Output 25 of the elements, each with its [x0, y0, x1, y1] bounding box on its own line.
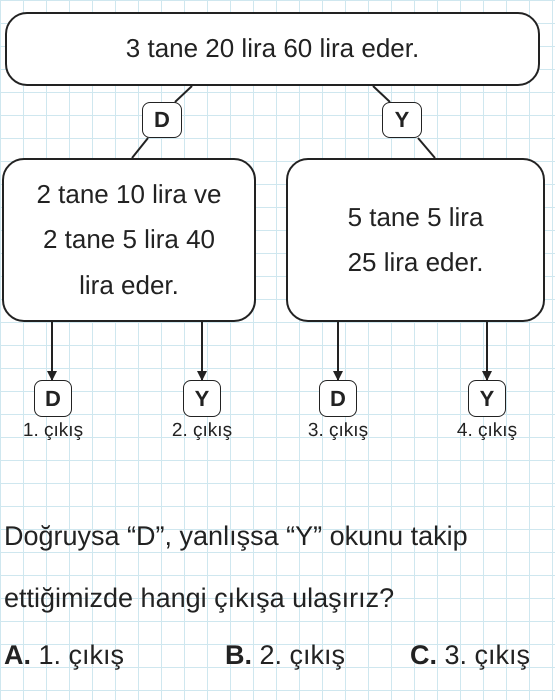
arrow: [482, 322, 492, 381]
connector-line: [372, 85, 391, 103]
answer-letter-box: D: [319, 380, 357, 417]
arrow: [197, 322, 207, 381]
connector-line: [417, 137, 436, 159]
answer-letter-box: Y: [183, 380, 221, 417]
exit-label: 4. çıkış: [456, 420, 518, 442]
answer-letter-box: D: [142, 102, 182, 138]
statement-box: 3 tane 20 lira 60 lira eder.: [5, 12, 540, 86]
connector-line: [174, 85, 193, 103]
answer-letter-box: Y: [468, 380, 506, 417]
answer-option: C. 3. çıkış: [410, 640, 530, 671]
exit-label: 3. çıkış: [308, 420, 368, 442]
question-text: Doğruysa “D”, yanlışsa “Y” okunu takip ettiğimizde hangi çıkışa ulaşırız?: [4, 520, 469, 615]
answer-option: A. 1. çıkış: [4, 640, 124, 671]
statement-box: 5 tane 5 lira 25 lira eder.: [286, 158, 545, 322]
answer-letter-box: D: [34, 380, 72, 417]
exit-label: 1. çıkış: [22, 420, 84, 442]
arrow: [333, 322, 343, 381]
statement-box: 2 tane 10 lira ve 2 tane 5 lira 40 lira eder.: [2, 158, 256, 322]
arrow: [47, 322, 57, 381]
answer-option: B. 2. çıkış: [225, 640, 346, 671]
connector-line: [131, 137, 149, 159]
exit-label: 2. çıkış: [172, 420, 232, 442]
answer-letter-box: Y: [382, 102, 422, 138]
